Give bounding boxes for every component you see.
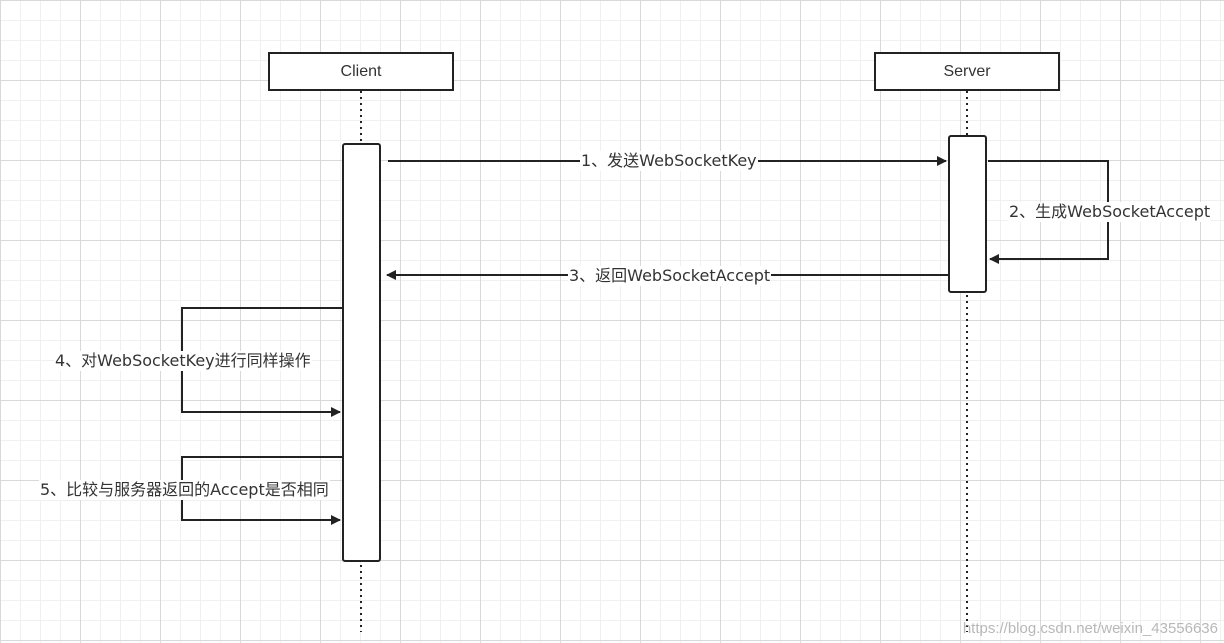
message-4-label: 4、对WebSocketKey进行同样操作 — [54, 351, 312, 371]
watermark: https://blog.csdn.net/weixin_43556636 — [962, 620, 1218, 637]
client-actor-label: Client — [340, 62, 382, 80]
server-actor[interactable]: Server — [874, 52, 1060, 91]
server-actor-label: Server — [943, 62, 991, 80]
server-activation-bar[interactable] — [948, 135, 987, 293]
message-3-label: 3、返回WebSocketAccept — [568, 266, 772, 286]
message-1-label: 1、发送WebSocketKey — [580, 151, 758, 171]
message-2-label: 2、生成WebSocketAccept — [1008, 202, 1212, 222]
client-activation-bar[interactable] — [342, 143, 381, 562]
client-actor[interactable]: Client — [268, 52, 454, 91]
message-5-label: 5、比较与服务器返回的Accept是否相同 — [39, 480, 330, 500]
